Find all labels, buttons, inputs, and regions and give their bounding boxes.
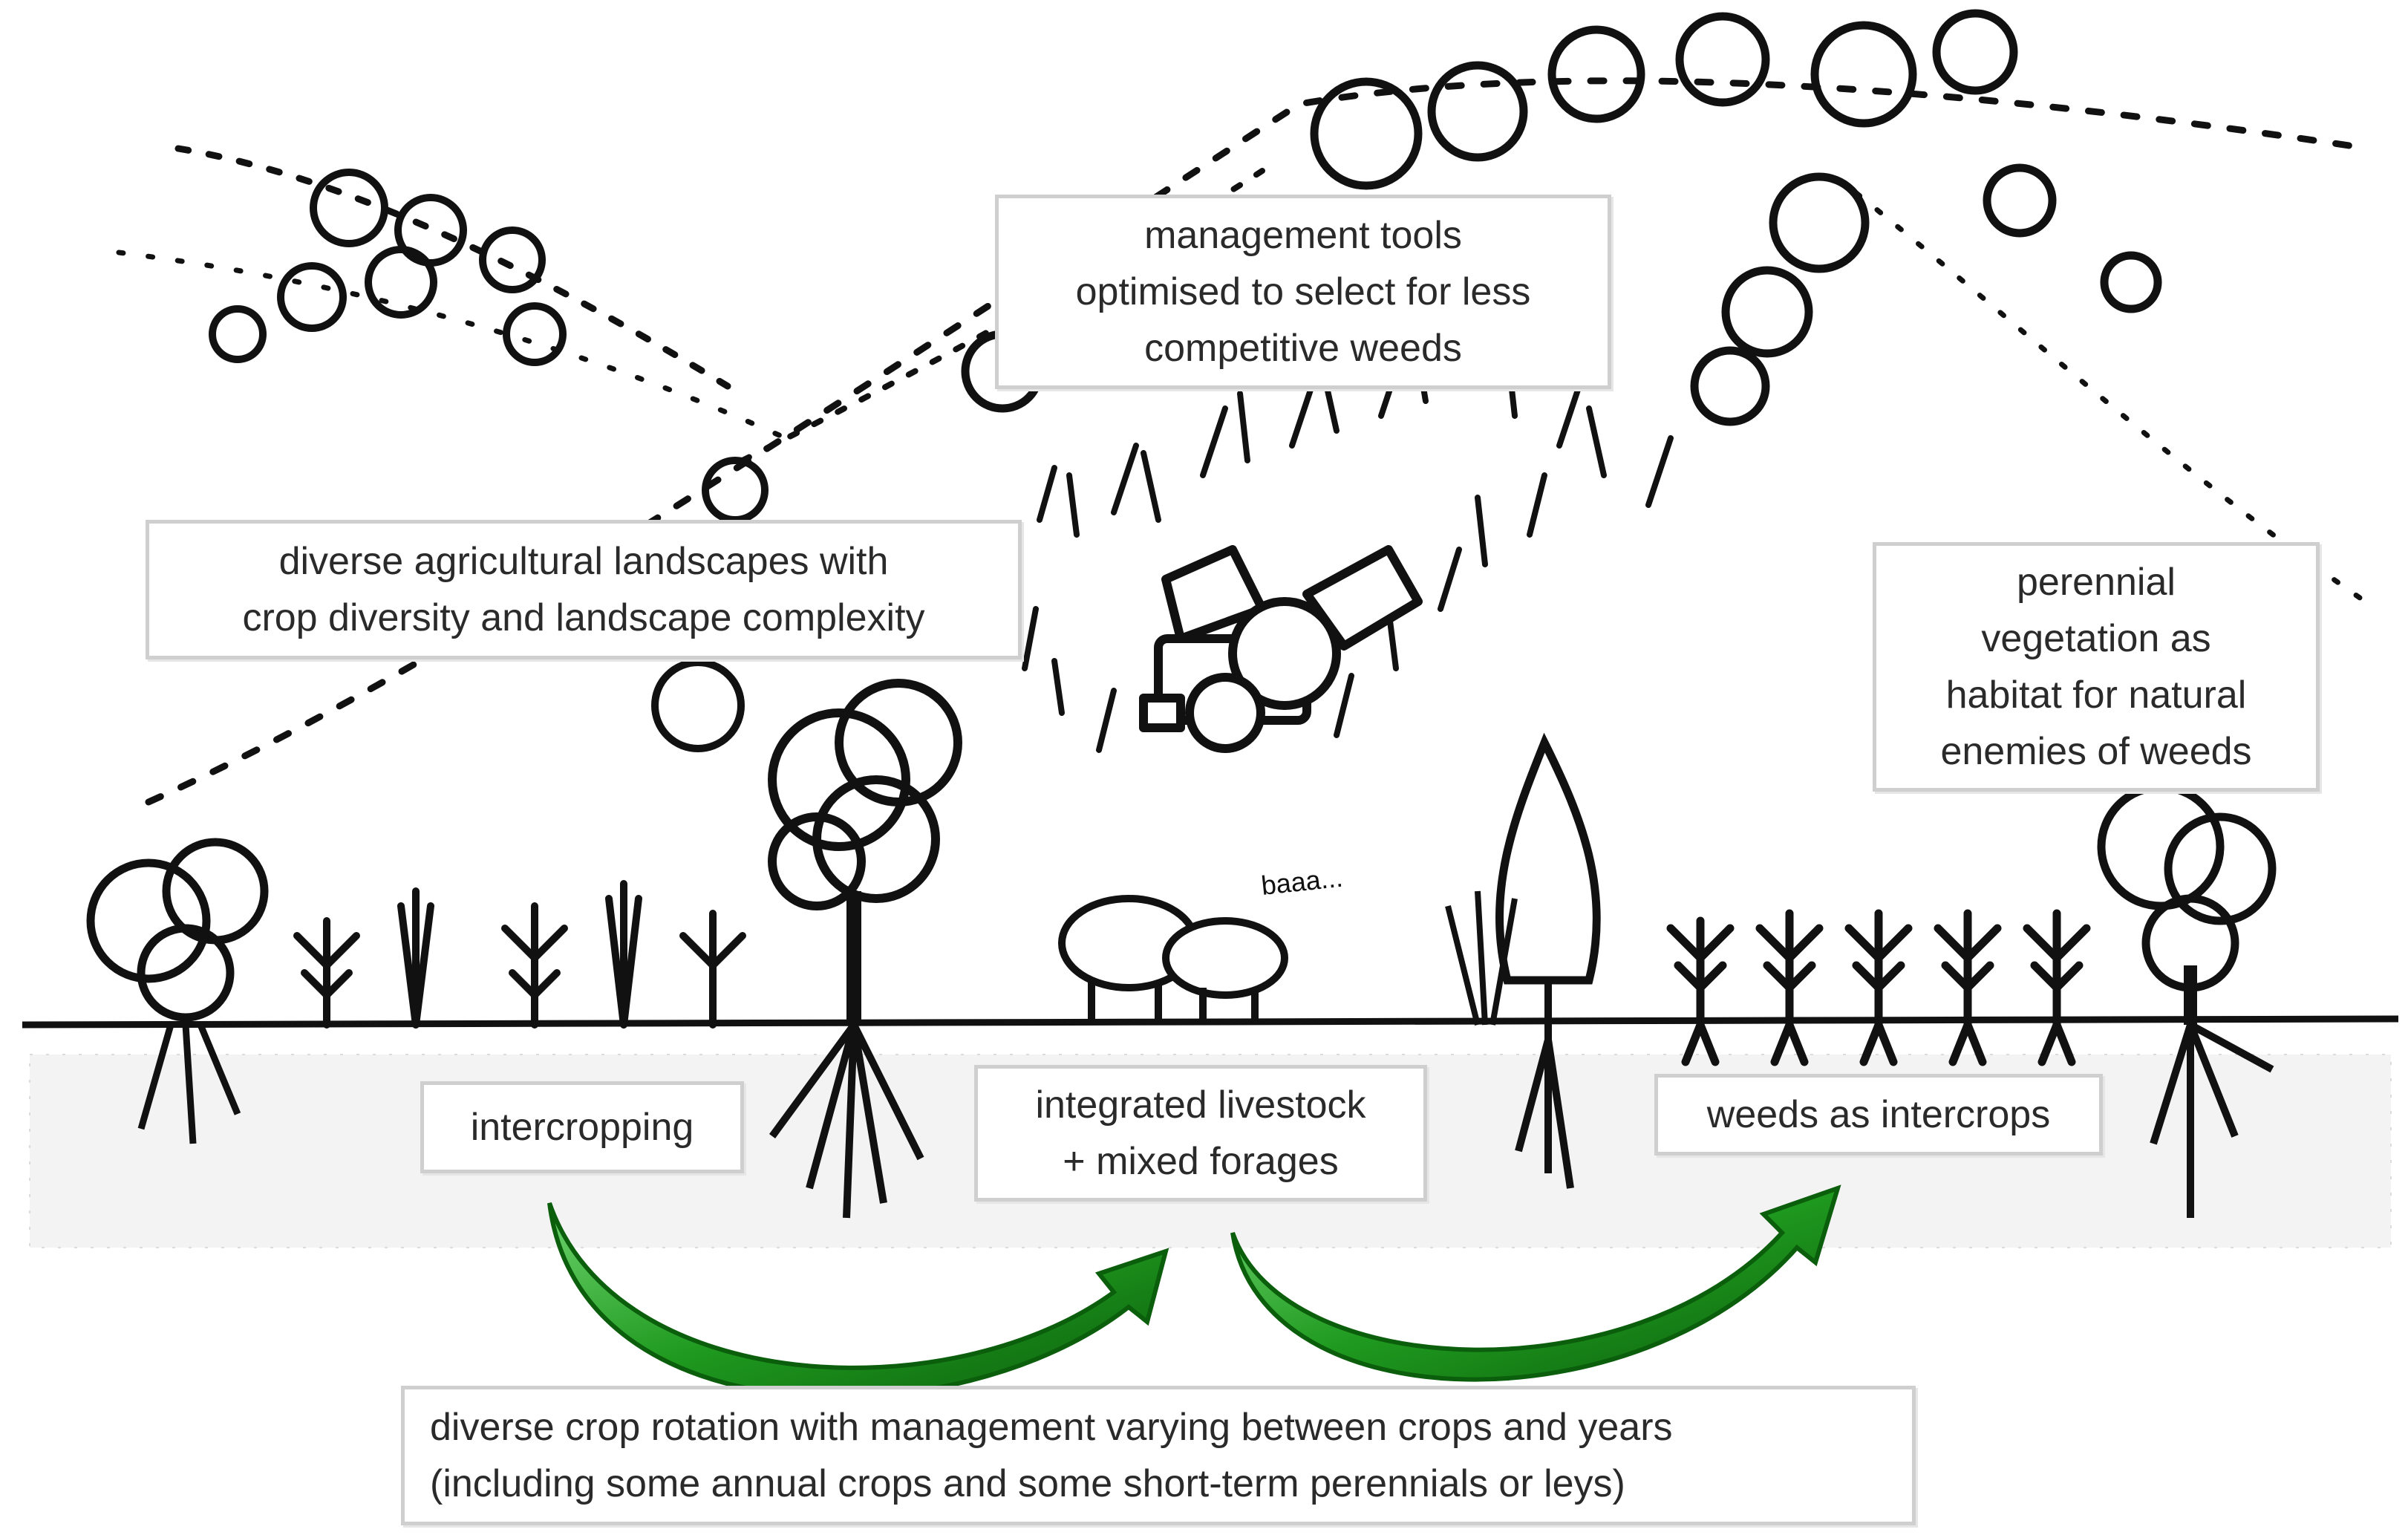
rotation-arrow-right bbox=[1230, 1184, 1841, 1382]
rotation-arrows bbox=[547, 1184, 1841, 1400]
rotation-arrow-left bbox=[547, 1202, 1169, 1400]
label-line: diverse agricultural landscapes with bbox=[278, 540, 889, 583]
label-line: enemies of weeds bbox=[1940, 730, 2252, 773]
label-line: optimised to select for less bbox=[1075, 270, 1531, 313]
right-tree bbox=[2097, 783, 2277, 1218]
label-line: integrated livestock bbox=[1035, 1083, 1366, 1127]
label-line: (including some annual crops and some sh… bbox=[430, 1462, 1625, 1505]
label-line: intercropping bbox=[470, 1106, 694, 1149]
ground-line bbox=[22, 1015, 2399, 1029]
label-line: + mixed forages bbox=[1063, 1140, 1339, 1183]
label-line: competitive weeds bbox=[1144, 327, 1462, 370]
label-landscapes: diverse agricultural landscapes with cro… bbox=[146, 520, 1022, 659]
tractor bbox=[1139, 545, 1423, 753]
label-livestock: integrated livestock + mixed forages bbox=[974, 1065, 1427, 1202]
left-hedgerow bbox=[209, 169, 769, 752]
sheep-sound: baaa... bbox=[1260, 862, 1345, 901]
intercrop-plants bbox=[293, 880, 746, 1029]
weed-intercrop-plants bbox=[1666, 909, 2091, 1066]
label-management-tools: management tools optimised to select for… bbox=[995, 195, 1611, 389]
hill-grass bbox=[1022, 324, 1674, 753]
label-intercropping: intercropping bbox=[420, 1081, 744, 1173]
label-line: diverse crop rotation with management va… bbox=[430, 1406, 1673, 1449]
label-crop-rotation: diverse crop rotation with management va… bbox=[401, 1386, 1916, 1525]
left-bush bbox=[86, 838, 269, 1144]
label-line: crop diversity and landscape complexity bbox=[242, 596, 925, 639]
label-line: weeds as intercrops bbox=[1706, 1093, 2051, 1136]
conifer-tree bbox=[1445, 732, 1601, 1189]
label-line: perennial bbox=[2017, 561, 2176, 604]
sheep bbox=[1058, 895, 1288, 1025]
label-perennial: perennial vegetation as habitat for natu… bbox=[1873, 542, 2320, 792]
label-weeds-as-intercrops: weeds as intercrops bbox=[1654, 1074, 2103, 1156]
central-tree bbox=[768, 679, 962, 1219]
label-line: vegetation as bbox=[1981, 617, 2211, 660]
label-line: management tools bbox=[1144, 214, 1462, 257]
label-line: habitat for natural bbox=[1945, 674, 2247, 717]
